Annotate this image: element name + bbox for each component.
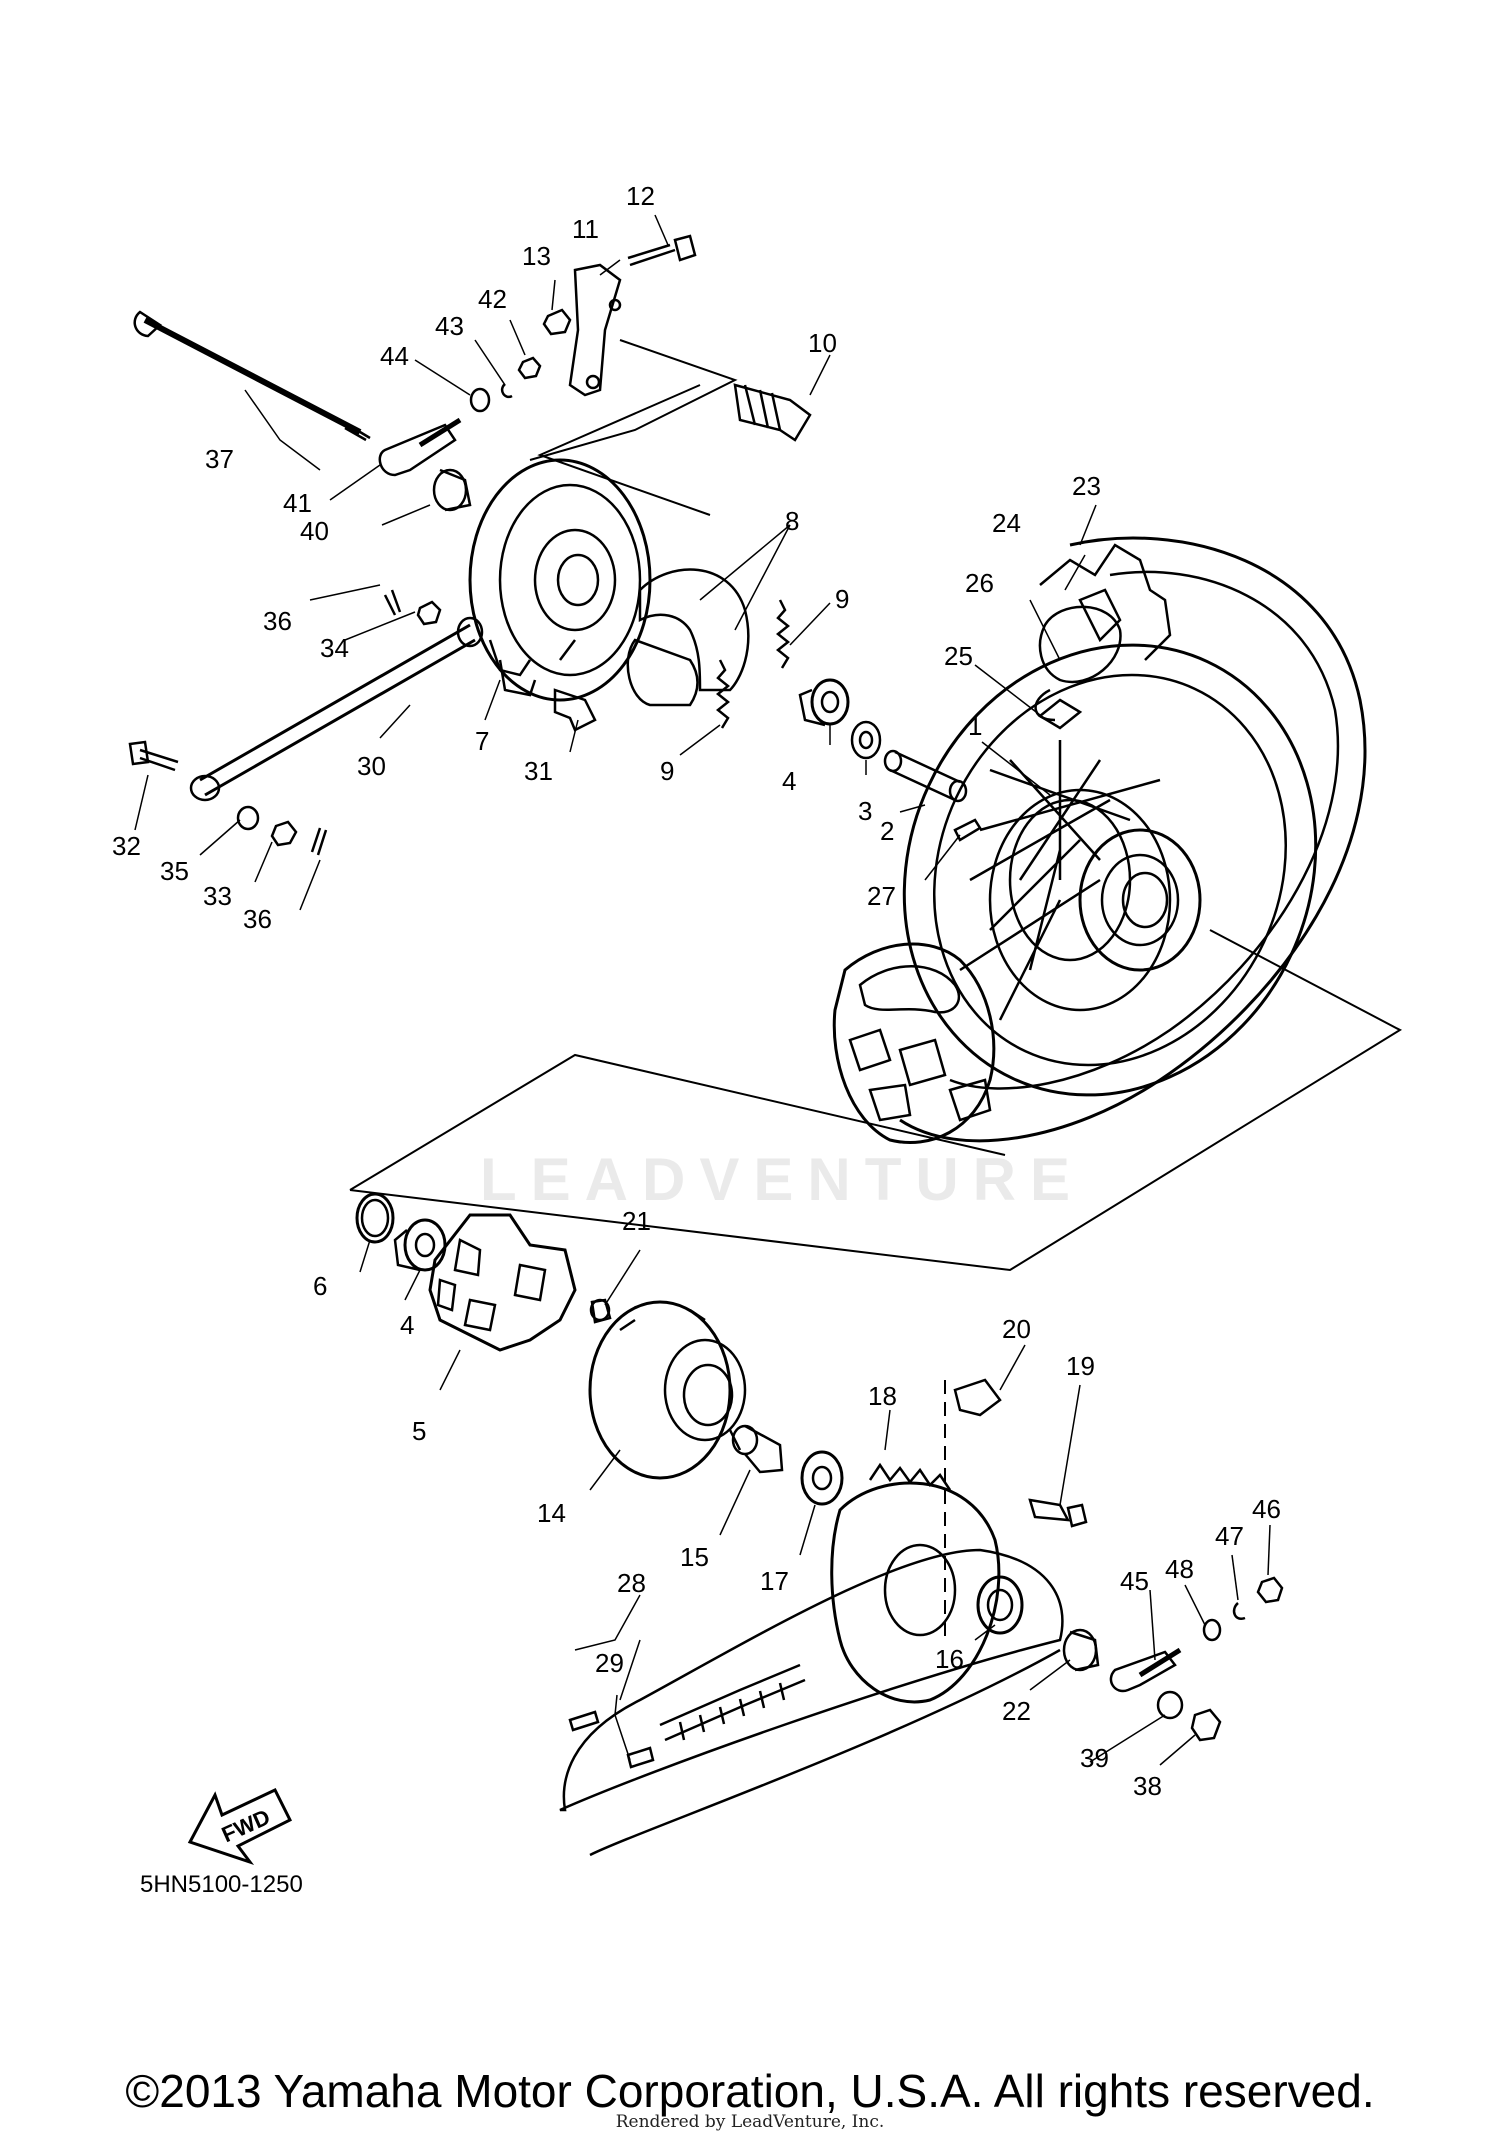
- callout-31: 31: [524, 756, 553, 786]
- callout-36-upper: 36: [263, 606, 292, 636]
- callout-48: 48: [1165, 1554, 1194, 1584]
- callout-28: 28: [617, 1568, 646, 1598]
- callout-21: 21: [622, 1206, 651, 1236]
- rear-wheel-drawing: [832, 536, 1367, 1144]
- callout-34: 34: [320, 633, 349, 663]
- rendered-by-notice: Rendered by LeadVenture, Inc.: [615, 2112, 885, 2132]
- sprocket-assembly-drawing: [355, 1192, 1284, 1857]
- copyright-notice: ©2013 Yamaha Motor Corporation, U.S.A. A…: [125, 2065, 1375, 2117]
- callout-43: 43: [435, 311, 464, 341]
- callout-23: 23: [1072, 471, 1101, 501]
- callout-9-upper: 9: [835, 584, 849, 614]
- callout-7: 7: [475, 726, 489, 756]
- callout-38: 38: [1133, 1771, 1162, 1801]
- callout-10: 10: [808, 328, 837, 358]
- callout-16: 16: [935, 1644, 964, 1674]
- callout-33: 33: [203, 881, 232, 911]
- callout-36-lower: 36: [243, 904, 272, 934]
- callout-15: 15: [680, 1542, 709, 1572]
- diagram-code: 5HN5100-1250: [140, 1871, 303, 1898]
- assembly-outline: [349, 339, 1403, 1640]
- callout-25: 25: [944, 641, 973, 671]
- callout-19: 19: [1066, 1351, 1095, 1381]
- callout-46: 46: [1252, 1494, 1281, 1524]
- callout-1: 1: [968, 711, 982, 741]
- callout-27: 27: [867, 881, 896, 911]
- callout-5: 5: [412, 1416, 426, 1446]
- brake-assembly-drawing: [128, 234, 968, 856]
- callout-26: 26: [965, 568, 994, 598]
- callout-8: 8: [785, 506, 799, 536]
- callout-22: 22: [1002, 1696, 1031, 1726]
- callout-6: 6: [313, 1271, 327, 1301]
- callout-9-lower: 9: [660, 756, 674, 786]
- callout-42: 42: [478, 284, 507, 314]
- callout-37: 37: [205, 444, 234, 474]
- callout-labels: 1 2 3 4 4 5 6 7 8 9 9 10 11 12 13 14 15 …: [112, 181, 1281, 1898]
- callout-20: 20: [1002, 1314, 1031, 1344]
- fwd-arrow-icon: FWD: [187, 1788, 293, 1865]
- leader-lines: [134, 214, 1271, 1766]
- callout-32: 32: [112, 831, 141, 861]
- callout-12: 12: [626, 181, 655, 211]
- watermark: LEADVENTURE: [480, 1146, 1085, 1213]
- callout-30: 30: [357, 751, 386, 781]
- callout-13: 13: [522, 241, 551, 271]
- callout-44: 44: [380, 341, 409, 371]
- callout-14: 14: [537, 1498, 566, 1528]
- callout-11: 11: [572, 214, 599, 244]
- callout-3: 3: [858, 796, 872, 826]
- callout-2: 2: [880, 816, 894, 846]
- callout-47: 47: [1215, 1521, 1244, 1551]
- callout-40: 40: [300, 516, 329, 546]
- callout-4-upper: 4: [782, 766, 796, 796]
- callout-24: 24: [992, 508, 1021, 538]
- callout-39: 39: [1080, 1743, 1109, 1773]
- callout-18: 18: [868, 1381, 897, 1411]
- callout-4-lower: 4: [400, 1310, 414, 1340]
- callout-35: 35: [160, 856, 189, 886]
- callout-29: 29: [595, 1648, 624, 1678]
- callout-41: 41: [283, 488, 312, 518]
- callout-45: 45: [1120, 1566, 1149, 1596]
- callout-17: 17: [760, 1566, 789, 1596]
